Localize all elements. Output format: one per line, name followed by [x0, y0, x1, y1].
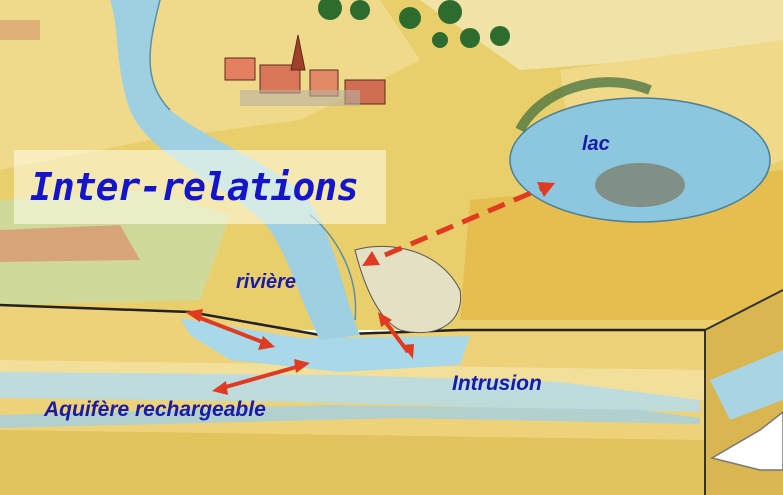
- label-lake: lac: [582, 133, 610, 155]
- lake-reeds: [595, 163, 685, 207]
- lake: [509, 97, 771, 223]
- title-background: [14, 150, 386, 224]
- diagram-title: Inter-relations: [30, 165, 359, 209]
- aquifer-zone: [180, 318, 470, 372]
- village: [224, 34, 386, 106]
- label-river: rivière: [236, 271, 297, 293]
- label-aquifer: Aquifère rechargeable: [44, 398, 266, 421]
- callout-bubble: [710, 411, 783, 471]
- trees: [318, 0, 510, 48]
- label-intrusion: Intrusion: [452, 372, 542, 395]
- exchange-arrows: [185, 182, 555, 395]
